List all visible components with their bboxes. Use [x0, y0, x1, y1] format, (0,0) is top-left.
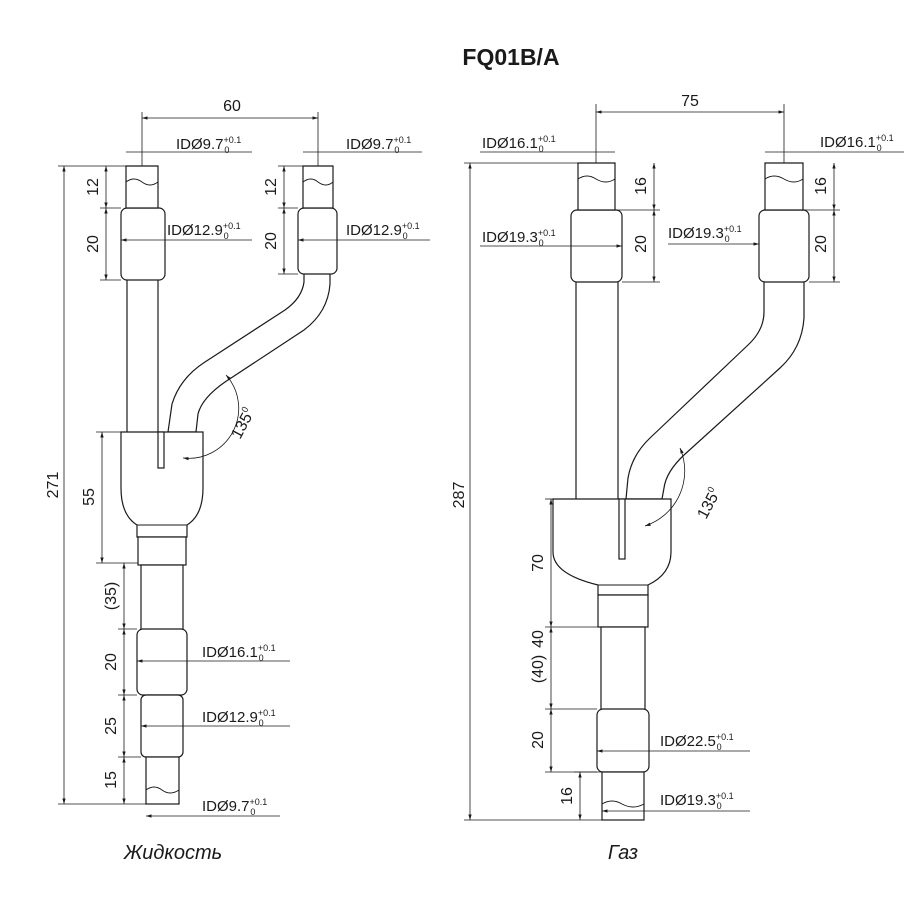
gas-top-right-sleeve — [758, 209, 810, 283]
gas-body — [552, 498, 672, 596]
gas-lower-pipe — [600, 626, 646, 712]
liquid-body — [120, 431, 204, 538]
gas-top-right-stub — [764, 162, 804, 211]
gas-angle-label: 1350 — [693, 485, 725, 522]
gas-bent-pipe — [625, 279, 805, 500]
gas-top-left-stub — [577, 162, 616, 211]
liquid-top-left-sleeve — [120, 207, 166, 281]
liquid-caption: Жидкость — [123, 842, 222, 864]
gas-main-pipe — [575, 279, 619, 502]
liquid-lower-collar — [137, 536, 187, 566]
liquid-spacing-label: 60 — [223, 98, 241, 115]
gas-caption: Газ — [608, 842, 638, 864]
liquid-bent-pipe — [167, 271, 331, 433]
gas-left-stub-length: 16 — [633, 177, 650, 195]
gas-body-length: 70 — [530, 554, 547, 572]
liquid-lower-sleeve-16 — [136, 628, 188, 696]
liquid-lower-stub — [145, 756, 180, 805]
liquid-lower-length-2: 20 — [103, 653, 120, 671]
liquid-total-length-label: 271 — [45, 472, 62, 499]
liquid-top-right-sleeve — [297, 207, 338, 275]
gas-lower-length-4: 16 — [559, 787, 576, 805]
liquid-left-stub-length: 12 — [85, 178, 102, 196]
gas-lower-length-1: 40 — [530, 630, 547, 648]
drawing-title: FQ01B/A — [462, 44, 559, 70]
gas-spacing-label: 75 — [681, 93, 699, 110]
gas-lower-stub — [601, 771, 645, 821]
gas-lower-sleeve-22 — [596, 708, 650, 773]
liquid-main-pipe — [126, 275, 159, 435]
liquid-left-sleeve-length: 20 — [85, 235, 102, 253]
liquid-lower-length-4: 15 — [103, 771, 120, 789]
gas-lower-length-3: 20 — [530, 731, 547, 749]
liquid-top-left-stub — [125, 165, 159, 209]
gas-right-stub-length: 16 — [813, 177, 830, 195]
gas-lower-length-2: (40) — [530, 655, 547, 683]
gas-left-sleeve-length: 20 — [633, 235, 650, 253]
liquid-lower-length-3: 25 — [103, 717, 120, 735]
liquid-top-right-stub — [302, 165, 334, 209]
liquid-lower-pipe — [140, 564, 184, 632]
gas-lower-collar — [597, 594, 649, 628]
liquid-lower-length-1: (35) — [103, 582, 120, 610]
liquid-body-length: 55 — [81, 488, 98, 506]
gas-branch-drawing: 75 287 16 20 16 20 70 40 (40) 20 16 1350… — [451, 93, 904, 864]
gas-total-length-label: 287 — [451, 482, 468, 509]
liquid-branch-drawing: 60 271 12 20 12 20 55 (35) 20 25 15 1350… — [45, 98, 430, 864]
liquid-angle-label: 1350 — [227, 405, 259, 442]
liquid-right-stub-length: 12 — [263, 178, 280, 196]
gas-right-sleeve-length: 20 — [813, 235, 830, 253]
liquid-right-sleeve-length: 20 — [263, 232, 280, 250]
